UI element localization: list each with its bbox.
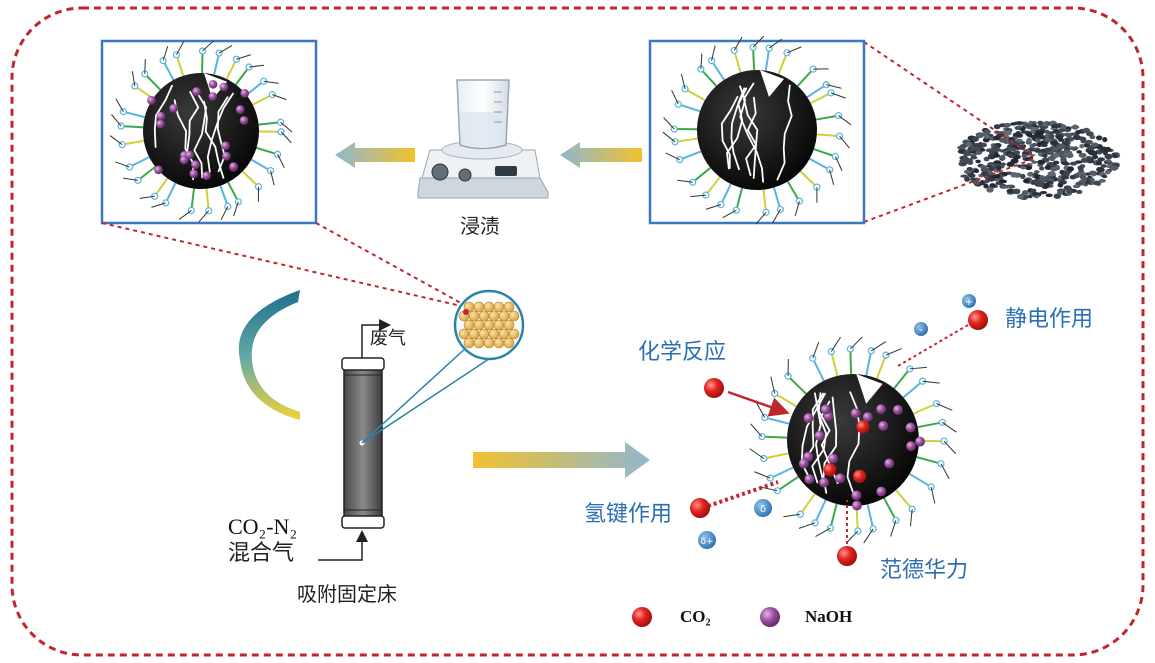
legend-co2-label: CO₂ [680, 607, 711, 626]
impregnated-carbon-particle [109, 40, 293, 223]
legend-naoh-sphere [760, 607, 780, 627]
zoom-line-bottom [863, 157, 1037, 223]
carbon-granules-pile [957, 120, 1121, 201]
impregnation-label: 浸渍 [460, 214, 500, 238]
legend-co2-sphere [632, 607, 652, 627]
arrow-bed-to-mechanism [473, 442, 650, 478]
van-der-waals-label: 范德华力 [880, 558, 969, 583]
zoom-line-top [863, 41, 1037, 159]
co2-sphere-chemical [704, 378, 724, 398]
magnetic-stirrer [417, 140, 549, 199]
exhaust-pipe [361, 319, 391, 358]
svg-text:-: - [919, 323, 923, 336]
co2-sphere-hbond [690, 498, 710, 518]
svg-text:δ+: δ+ [700, 537, 713, 547]
charge-plus-sphere: + [962, 294, 976, 308]
svg-text:+: + [965, 297, 973, 308]
beaker [456, 79, 510, 150]
svg-text:δ: δ [760, 504, 766, 515]
mechanism-particle [749, 336, 957, 544]
zoom-line-left [101, 222, 471, 309]
charge-delta-plus-sphere: δ+ [698, 531, 716, 549]
inlet-pipe [318, 530, 368, 561]
charge-minus-sphere: - [914, 322, 928, 336]
exhaust-label: 废气 [370, 328, 406, 349]
outer-dashed-border [10, 6, 1145, 657]
arrow-raw-to-stirrer [560, 142, 642, 168]
legend-naoh-label: NaOH [805, 607, 853, 626]
zoom-line-right [315, 222, 471, 309]
chemical-reaction-arrow [727, 390, 790, 417]
charge-delta-minus-sphere: δ [754, 499, 772, 517]
electrostatic-link [897, 324, 969, 367]
fixed-bed-label: 吸附固定床 [297, 582, 397, 606]
chemical-reaction-label: 化学反应 [638, 340, 727, 365]
hydrogen-bond-label: 氢键作用 [584, 502, 673, 527]
co2-sphere-vdw [837, 546, 857, 566]
co2-sphere-electrostatic [968, 310, 988, 330]
bed-magnifier [453, 289, 525, 361]
feed-gas-name: 混合气 [228, 541, 295, 566]
electrostatic-label: 静电作用 [1005, 307, 1094, 332]
hydrogen-bond-link [707, 480, 779, 508]
feed-gas-formula: CO₂-N₂ [228, 514, 298, 539]
raw-carbon-particle [662, 35, 852, 225]
cycle-arc [238, 290, 300, 420]
arrow-stirrer-to-impregnated [335, 142, 415, 168]
